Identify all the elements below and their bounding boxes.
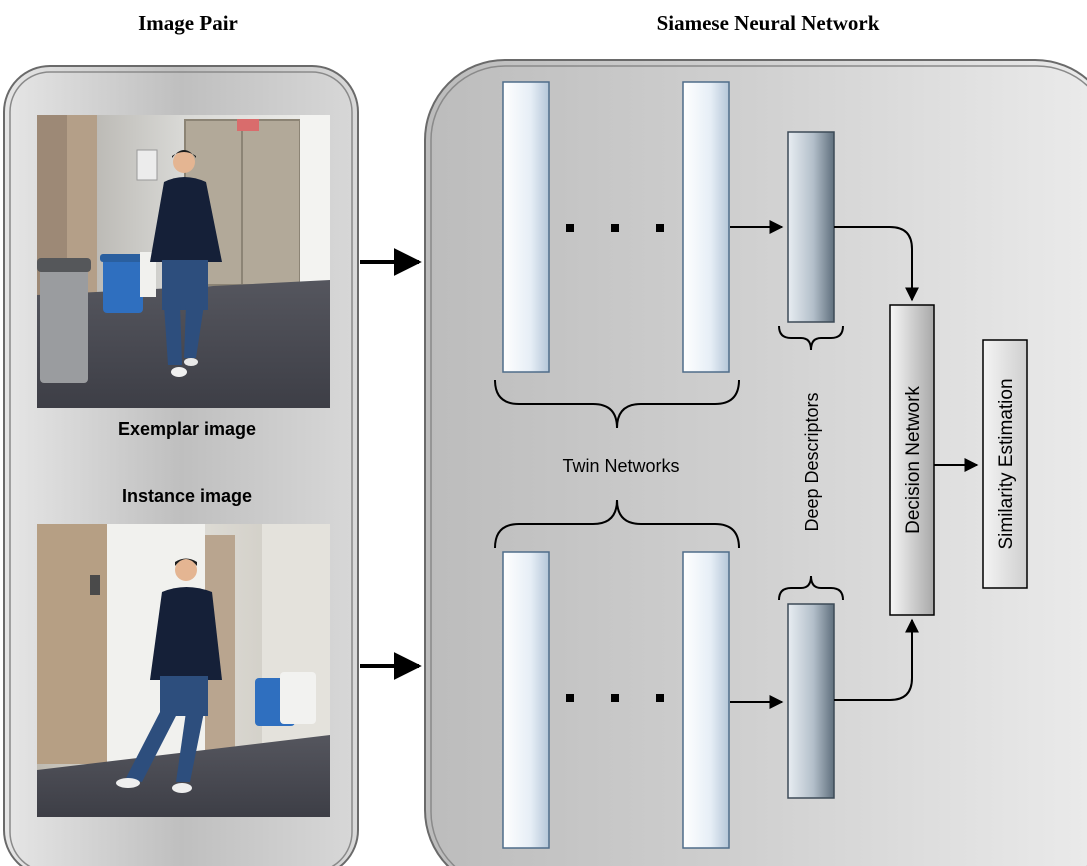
instance-photo [37,524,330,817]
top-decision-connector [834,226,919,302]
exemplar-caption: Exemplar image [118,419,256,439]
decision-network-box [889,304,935,616]
bottom-twin-ellipsis [566,694,664,702]
bottom-descriptor-brace [778,575,844,601]
instance-caption: Instance image [122,486,252,506]
bottom-twin-last-layer [682,551,730,849]
top-twin-ellipsis [566,224,664,232]
network-panel [424,59,1087,866]
top-descriptor-brace [778,325,844,351]
image-pair-heading: Image Pair [138,11,238,35]
similarity-estimation-label: Similarity Estimation [996,378,1017,549]
network-panel-inner-border [430,65,1087,866]
exemplar-photo [37,115,330,408]
bottom-twin-first-layer [502,551,550,849]
top-deep-descriptor [787,131,835,323]
bottom-deep-descriptor [787,603,835,799]
top-twin-first-layer [502,81,550,373]
decision-network-label: Decision Network [903,386,924,534]
image-pair-panel-inner-border [9,71,353,866]
bottom-decision-connector [834,618,919,701]
twin-networks-label: Twin Networks [562,456,679,476]
bottom-twin-brace [494,499,740,549]
deep-descriptors-label: Deep Descriptors [802,392,822,531]
top-twin-last-layer [682,81,730,373]
top-twin-brace [494,379,740,429]
network-heading: Siamese Neural Network [657,11,880,35]
similarity-estimation-box [982,339,1028,589]
